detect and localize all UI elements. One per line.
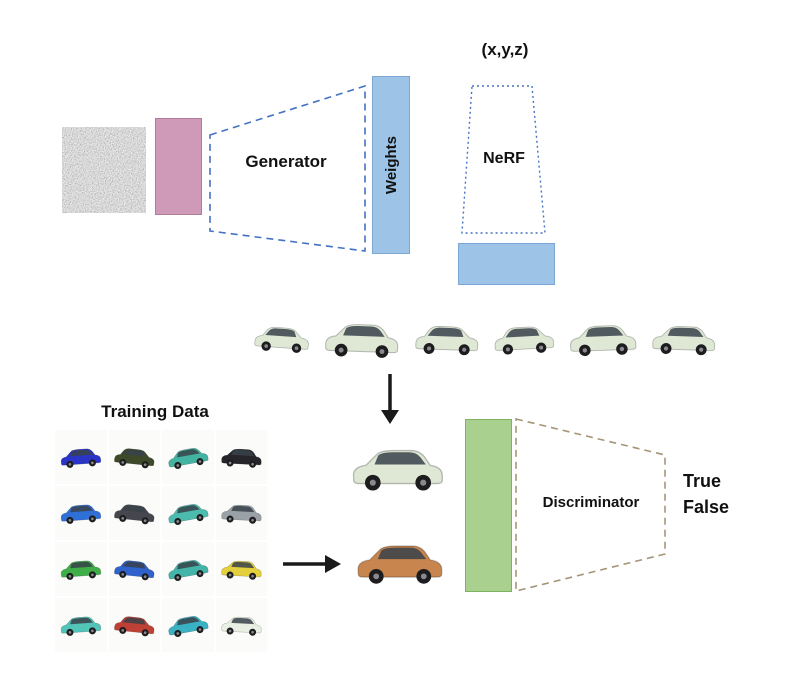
nerf-output-bar [458,243,555,285]
training-car-thumbnail [215,598,267,652]
training-car-thumbnail [108,598,160,652]
noise-texture [62,127,146,213]
rendered-car-view [253,325,310,355]
training-car-thumbnail [108,486,160,540]
training-car-thumbnail [215,486,267,540]
training-car-thumbnail [162,598,214,652]
training-car-thumbnail [162,542,214,596]
training-car-thumbnail [215,430,267,484]
rendered-car-view [569,324,637,357]
rendered-car-view [324,322,399,359]
training-car-thumbnail [55,598,107,652]
training-car-thumbnail [162,486,214,540]
training-car-thumbnail [215,542,267,596]
nerf-trapezoid [461,85,546,234]
noise-input-image [62,127,146,213]
down-arrow [381,374,399,424]
training-car-thumbnail [55,486,107,540]
discriminator-trapezoid [515,417,666,593]
right-arrow [283,555,341,573]
false-label: False [683,497,730,518]
discriminator-input-bar [465,419,512,592]
rendered-views-row [250,303,742,373]
training-car-thumbnail [55,430,107,484]
training-car-thumbnail [162,430,214,484]
rendered-car-view [493,325,555,356]
generator-trapezoid [209,84,366,252]
training-data-label: Training Data [101,402,209,421]
discriminator-label: Discriminator [542,494,640,511]
latent-code-bar [155,118,202,215]
weights-bar: Weights [372,76,410,254]
weights-label: Weights [382,135,400,195]
training-car-thumbnail [55,542,107,596]
training-car-thumbnail [108,542,160,596]
xyz-coords-label: (x,y,z) [481,40,529,59]
rendered-car-view [651,324,716,356]
rendered-car-view [415,324,479,356]
generator-label: Generator [245,152,327,171]
training-grid [55,430,267,652]
real-car-sample [350,526,450,598]
nerf-label: NeRF [483,150,525,167]
training-car-thumbnail [108,430,160,484]
true-false-output: True False [683,468,773,520]
true-label: True [683,471,722,491]
generated-car-sample [345,424,451,510]
